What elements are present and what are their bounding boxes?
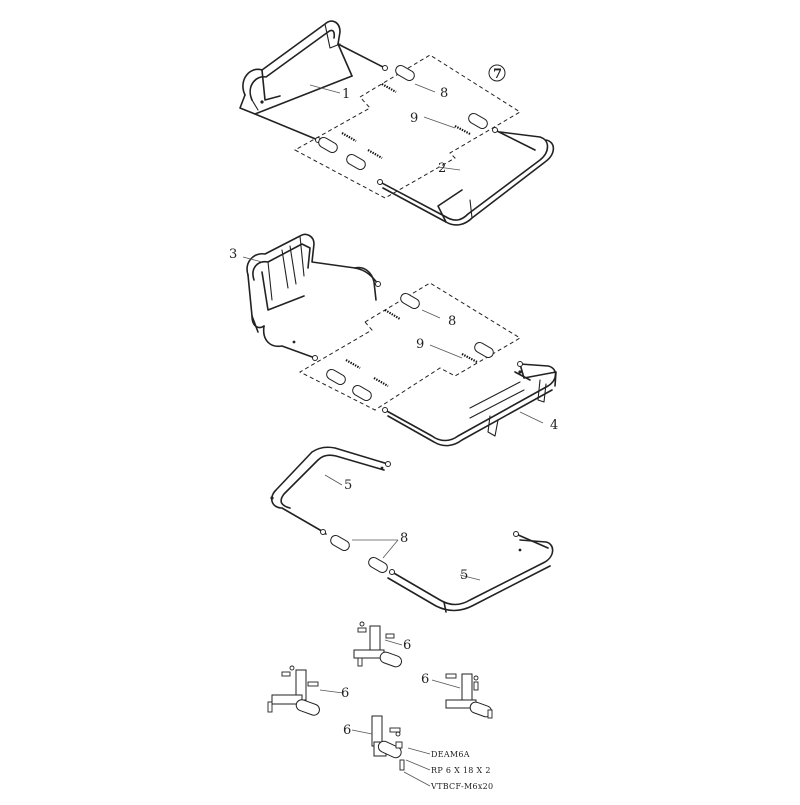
label-part-9-middle: 9 <box>416 337 424 352</box>
assembly-middle: 3 8 9 4 <box>229 233 558 447</box>
label-part-7: 7 <box>493 67 502 82</box>
label-screw-code: VTBCF-M6x20 <box>430 782 493 791</box>
bracket-6-top <box>353 621 402 668</box>
label-part-5-upper: 5 <box>344 478 352 493</box>
label-part-6-bottom: 6 <box>343 723 351 738</box>
pins-handles <box>330 535 388 573</box>
assembly-brackets: 6 6 6 6 DEAM6A RP 6 X 18 X 2 VTBCF-M6x20 <box>267 621 493 791</box>
kit-outline-top <box>293 54 521 199</box>
springs-middle <box>345 309 478 387</box>
handle-part-5-lower <box>387 531 554 613</box>
handle-part-5-upper <box>270 446 391 535</box>
label-part-8-middle: 8 <box>448 314 456 329</box>
label-part-3: 3 <box>229 247 237 262</box>
bracket-6-bottom <box>371 715 405 771</box>
kit-circle-7 <box>488 64 506 82</box>
frame-part-1 <box>239 20 388 143</box>
pins-middle <box>326 293 494 401</box>
label-part-4: 4 <box>550 418 558 433</box>
label-part-8-top: 8 <box>440 86 448 101</box>
label-part-1: 1 <box>342 87 350 102</box>
label-part-6-left: 6 <box>341 686 349 701</box>
label-washer-code: RP 6 X 18 X 2 <box>431 766 491 775</box>
label-part-5-lower: 5 <box>460 568 468 583</box>
springs-top <box>341 83 471 159</box>
label-nut-code: DEAM6A <box>431 750 470 759</box>
frame-part-4 <box>382 361 557 447</box>
assembly-handles: 5 8 5 <box>270 446 554 613</box>
label-part-6-right: 6 <box>421 672 429 687</box>
label-part-9-top: 9 <box>410 111 418 126</box>
bracket-6-left <box>267 665 320 716</box>
label-part-6-top: 6 <box>403 638 411 653</box>
frame-part-3 <box>246 233 381 361</box>
label-part-8-handles: 8 <box>400 531 408 546</box>
bracket-6-right <box>445 673 493 719</box>
frame-part-2 <box>377 127 555 226</box>
assembly-top: 1 8 9 2 7 <box>239 20 555 226</box>
pins-top <box>318 65 488 170</box>
label-part-2: 2 <box>438 161 446 176</box>
kit-outline-middle <box>298 282 521 411</box>
